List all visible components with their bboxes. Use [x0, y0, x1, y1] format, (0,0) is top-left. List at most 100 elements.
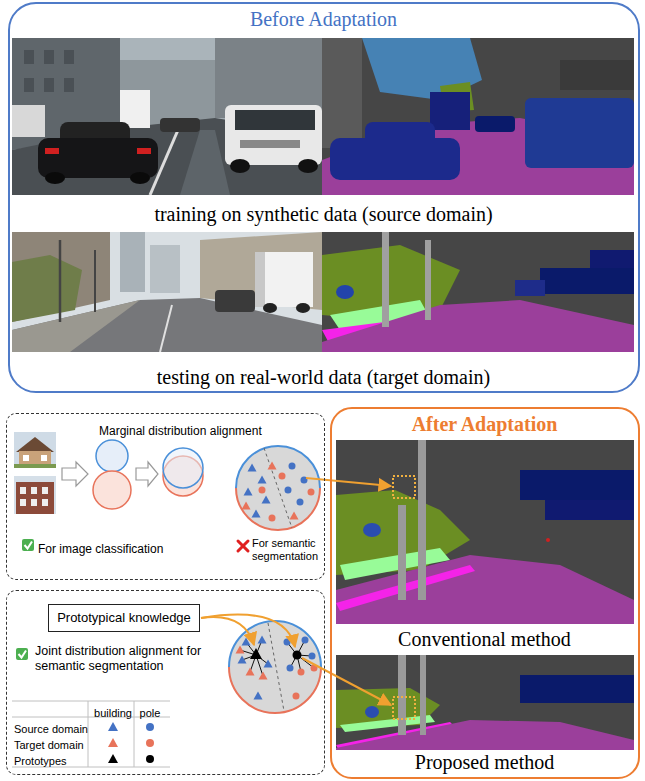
orange-arrow: [201, 478, 391, 705]
text-slot: Before Adaptation: [10, 7, 637, 31]
feature-space-circle: [269, 515, 276, 522]
text-slot: Marginal distribution alignment: [99, 421, 314, 439]
segmentation-map: [322, 232, 634, 352]
segmentation-map: [322, 38, 634, 195]
synthetic-street-photo: [44, 50, 54, 64]
feature-space-circle: [302, 637, 309, 644]
text-slot: Conventional method: [332, 628, 637, 650]
real-street-photo: [12, 232, 322, 352]
image-caption: Conventional method: [398, 628, 571, 650]
synthetic-street-photo: [24, 50, 34, 64]
check-icon: [19, 651, 27, 658]
text-slot: testing on real-world data (target domai…: [10, 365, 637, 389]
segmentation-map: [322, 38, 362, 148]
house-photo: [42, 499, 48, 506]
dot-marker: [146, 755, 154, 763]
house-photo: [20, 499, 26, 506]
house-photo: [14, 432, 56, 468]
segmentation-map: [545, 500, 634, 520]
synthetic-street-photo: [235, 110, 315, 130]
synthetic-street-photo: [12, 38, 322, 195]
synthetic-street-photo: [24, 78, 34, 92]
synthetic-street-photo: [130, 172, 150, 184]
segmentation-map: [382, 232, 389, 327]
segmentation-map: [590, 250, 634, 268]
real-street-photo: [160, 305, 172, 352]
feature-space-circle: [289, 463, 296, 470]
segmentation-map: [336, 655, 634, 750]
feature-space-circle: [236, 446, 320, 530]
verdict-text: For image classification: [38, 542, 163, 556]
real-street-photo: [255, 252, 313, 307]
feature-space-circle: [309, 653, 316, 660]
segmentation-map: [365, 706, 379, 718]
segmentation-map: [336, 440, 634, 624]
synthetic-street-photo: [240, 140, 300, 148]
triangle-marker: [108, 738, 118, 747]
feature-space-circle: [279, 473, 286, 480]
house-photo: [14, 476, 56, 514]
text-slot: For semantic segmentation: [252, 537, 322, 564]
verdict-text: Joint distribution alignment for semanti…: [35, 644, 223, 674]
segmentation-map: [336, 285, 354, 299]
feature-space-circle: [236, 488, 320, 530]
feature-space-circle: [242, 638, 251, 646]
segmentation-map: [425, 240, 431, 320]
dot-marker: [146, 723, 154, 731]
after-panel: After AdaptationConventional methodPropo…: [330, 407, 640, 779]
prototype-box: Prototypical knowledge: [48, 604, 200, 632]
highlight-box: [393, 697, 415, 719]
column-header: building: [94, 707, 132, 720]
dot-marker: [146, 739, 154, 747]
legend-text: Prototypes: [12, 753, 67, 769]
check-icon: [25, 542, 33, 549]
segmentation-map: [475, 116, 515, 132]
label-slot: building: [88, 703, 138, 721]
legend-swatch: [88, 751, 170, 767]
highlight-box: [393, 476, 415, 719]
feature-space-circle: [244, 488, 253, 496]
feature-space-circle: [236, 646, 245, 654]
cross-icon: [238, 541, 248, 551]
legend-item: Prototypes: [12, 751, 170, 767]
feature-space-circle: [236, 446, 320, 488]
feature-space-circle: [242, 502, 251, 510]
segmentation-map: [330, 138, 460, 180]
feature-space-circle: [252, 510, 261, 518]
feature-space-circle: [250, 648, 262, 659]
orange-arrow: [302, 658, 391, 705]
hollow-arrow: [62, 462, 88, 486]
synthetic-street-photo: [45, 148, 59, 154]
real-street-photo: [12, 300, 140, 352]
feature-space-circle: [254, 692, 263, 700]
house-photo: [20, 487, 26, 494]
real-street-photo: [263, 303, 277, 313]
segmentation-map: [420, 655, 426, 735]
feature-space-circle: [229, 621, 321, 713]
segmentation-map: [546, 538, 550, 542]
house-photo: [14, 464, 56, 468]
hollow-arrow: [136, 462, 158, 486]
text-slot: After Adaptation: [332, 412, 637, 436]
orange-arrow: [306, 478, 391, 486]
synthetic-street-photo: [225, 105, 322, 165]
legend-item: Target domain: [12, 735, 170, 751]
domain-circles: [93, 440, 203, 509]
domain-circles: [93, 471, 131, 509]
synthetic-street-photo: [230, 159, 250, 173]
feature-space-circle: [258, 636, 267, 644]
box-heading: Marginal distribution alignment: [99, 424, 262, 438]
real-street-photo: [12, 255, 82, 322]
text-slot: Proposed method: [332, 751, 637, 773]
legend-text: Source domain: [12, 721, 88, 737]
segmentation-map: [322, 232, 634, 352]
feature-space-circle: [259, 487, 266, 494]
synthetic-street-photo: [64, 78, 74, 92]
real-street-photo: [296, 303, 310, 313]
segmentation-map: [322, 38, 634, 195]
segmentation-map: [322, 300, 634, 352]
synthetic-street-photo: [137, 148, 151, 154]
image-caption: Proposed method: [415, 751, 554, 773]
box-label: Prototypical knowledge: [57, 610, 191, 626]
real-street-photo: [150, 245, 180, 293]
